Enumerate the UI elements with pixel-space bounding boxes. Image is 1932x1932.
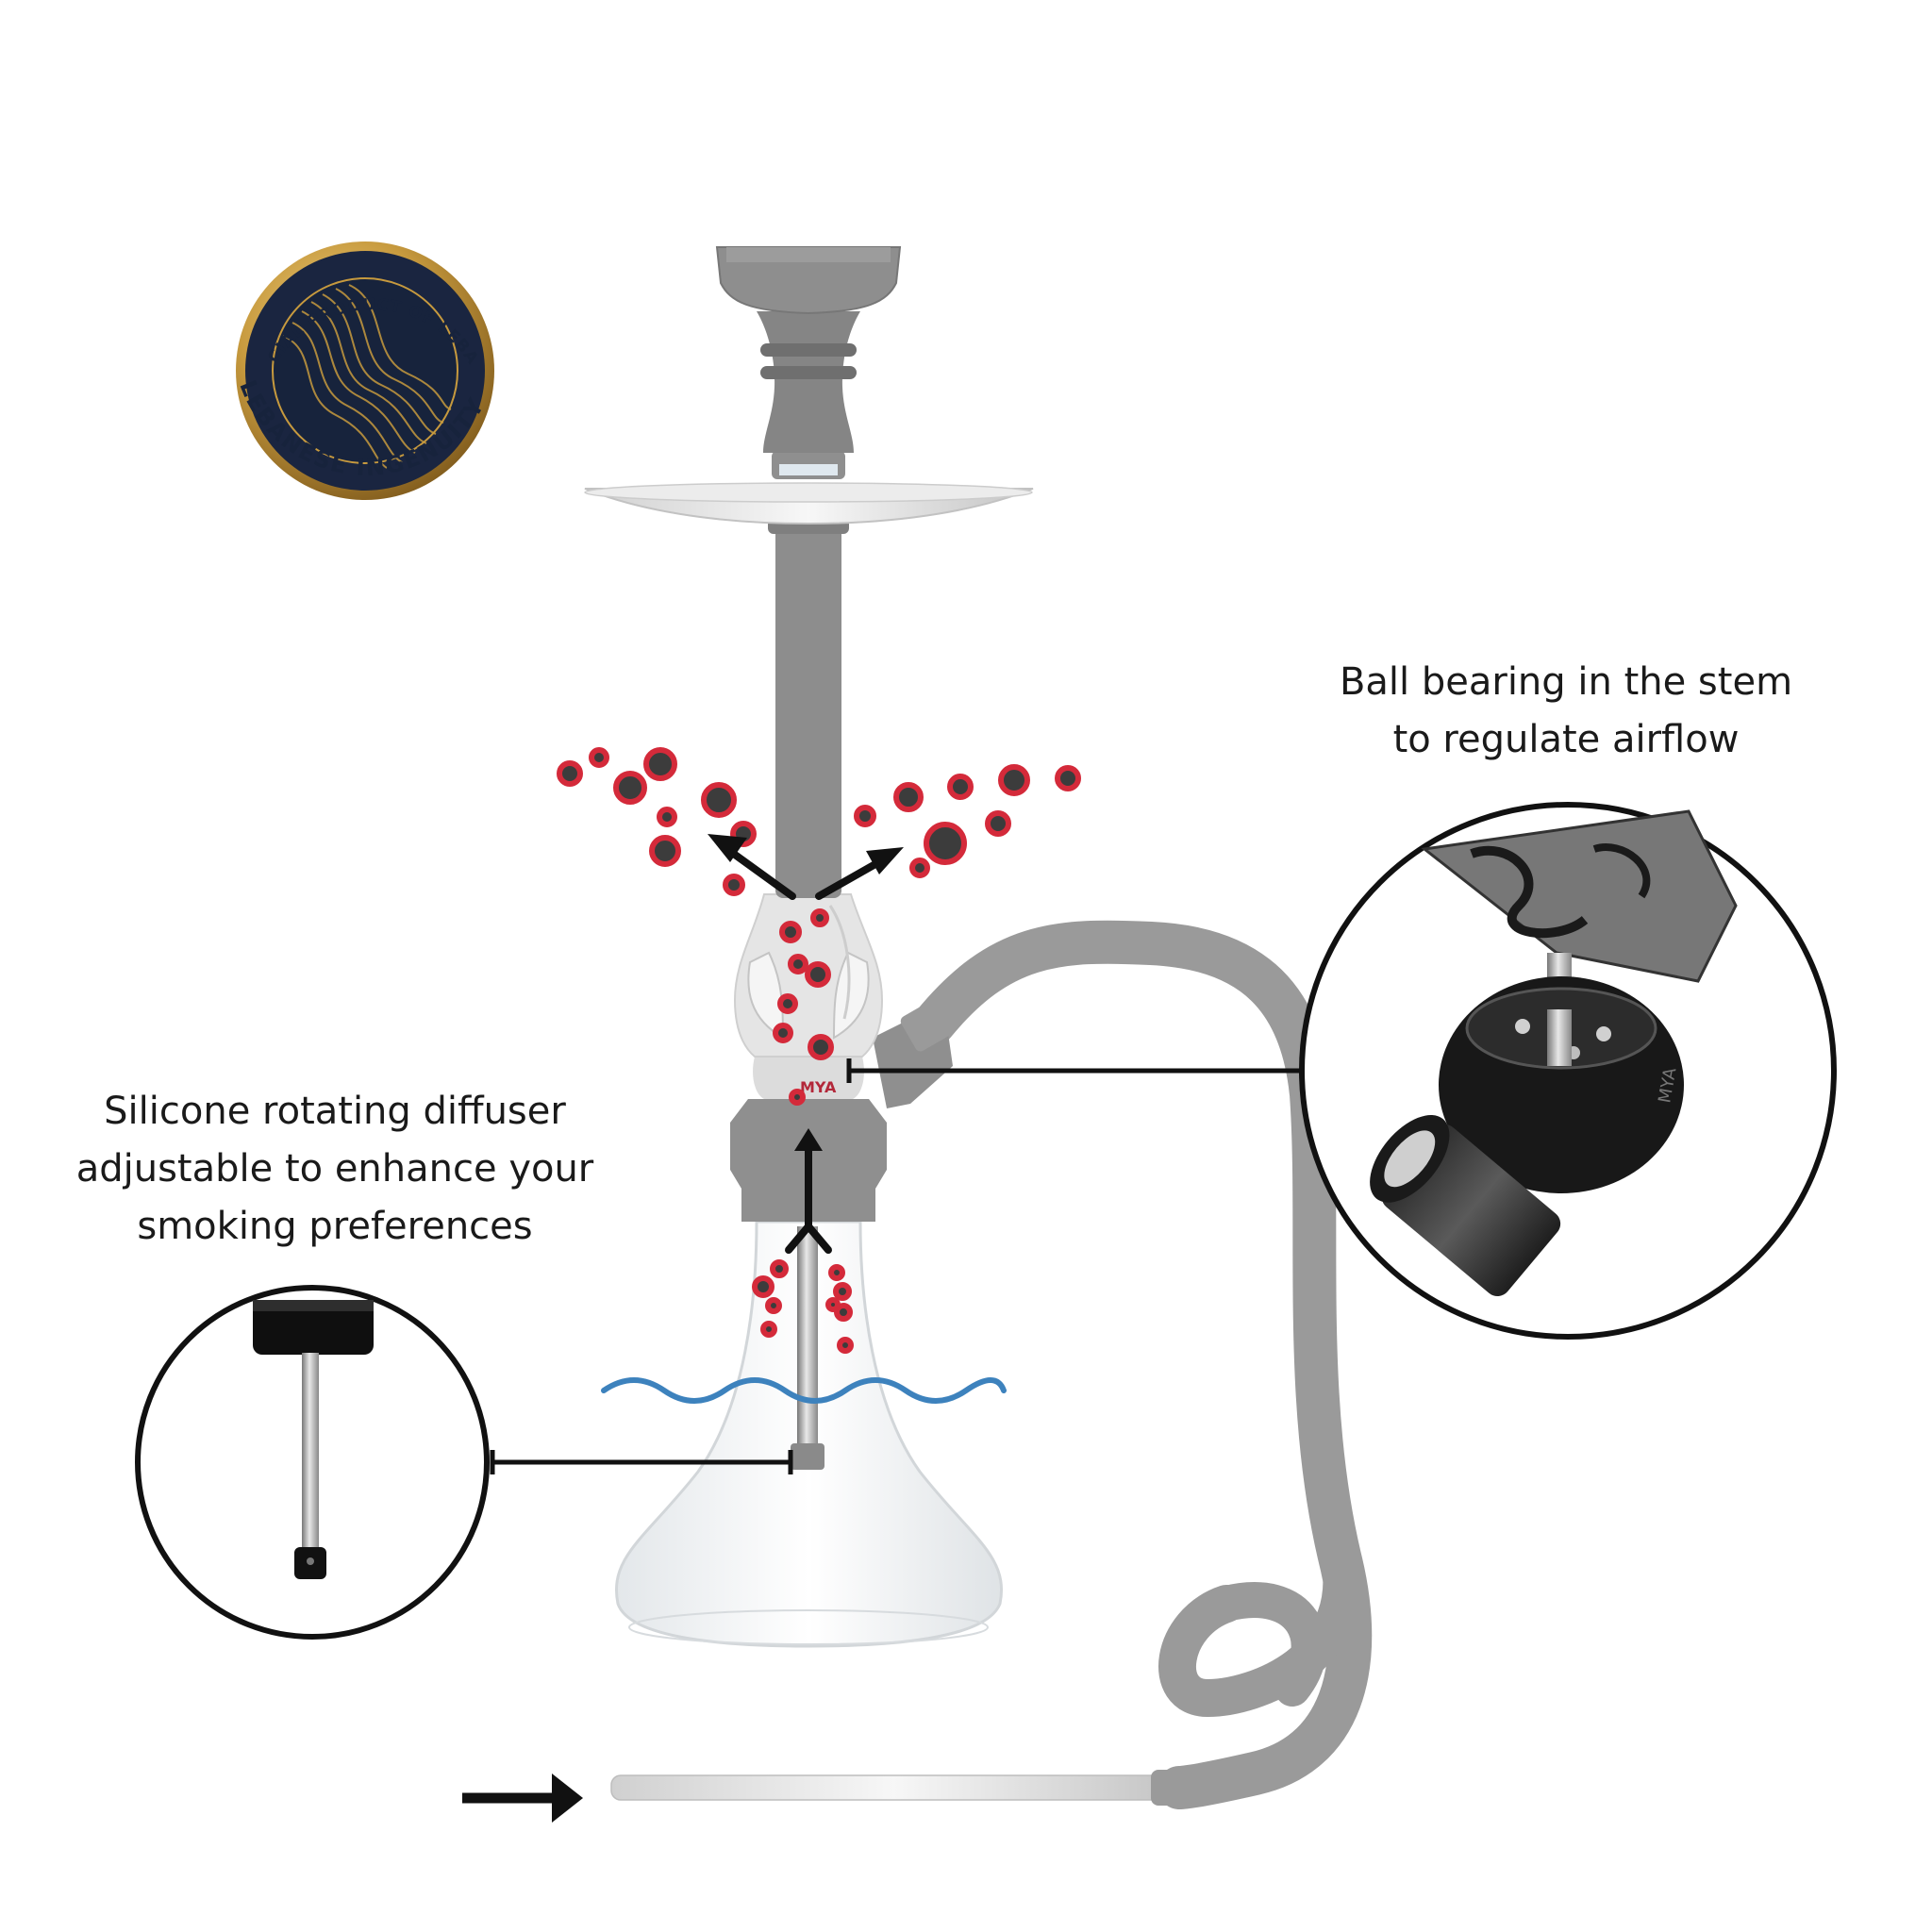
- diffuser-caption: Silicone rotating diffuser adjustable to…: [38, 1083, 632, 1256]
- diffuser-closeup: [253, 1300, 374, 1579]
- brand-mark: MYA: [800, 1078, 837, 1096]
- smoke-bubble-icon: [557, 747, 1081, 1354]
- smoke-bubbles: [557, 747, 1081, 1354]
- mouthpiece: [610, 1770, 1198, 1806]
- lebanon-seal-badge: OFFICIAL PRODUCT OF LEBANON LEBANESE ING…: [0, 0, 494, 500]
- diffuser-callout: [135, 1285, 793, 1640]
- bearing-closeup: MYA: [1370, 809, 1738, 1297]
- arrow-up-right-icon: [815, 847, 904, 900]
- bearing-caption-line-2: to regulate airflow: [1392, 718, 1740, 761]
- svg-text:OFFICIAL PRODUCT OF LEBANON: OFFICIAL PRODUCT OF LEBANON: [0, 0, 482, 368]
- water-wave-icon: [601, 1377, 1007, 1404]
- arrow-up-icon: [785, 1128, 832, 1254]
- bearing-caption-line-1: Ball bearing in the stem: [1339, 660, 1793, 704]
- diffuser-caption-line-3: smoking preferences: [137, 1205, 533, 1248]
- arrow-right-icon: [462, 1774, 583, 1823]
- diffuser-caption-line-1: Silicone rotating diffuser: [104, 1090, 566, 1133]
- ash-tray: [584, 482, 1034, 525]
- arrow-up-left-icon: [708, 834, 796, 900]
- seal-top-text: OFFICIAL PRODUCT OF LEBANON: [0, 0, 481, 368]
- airflow-arrows: [708, 834, 904, 1254]
- bearing-caption: Ball bearing in the stem to regulate air…: [1302, 654, 1830, 769]
- lebanon-map-lines: [282, 284, 452, 469]
- bearing-callout: MYA: [846, 802, 1837, 1340]
- hookah: MYA: [584, 246, 1034, 1648]
- hookah-bowl: [715, 246, 902, 479]
- diffuser-caption-line-2: adjustable to enhance your: [75, 1147, 594, 1191]
- upper-stem: [768, 517, 849, 898]
- diffuser-stem: [791, 1226, 824, 1470]
